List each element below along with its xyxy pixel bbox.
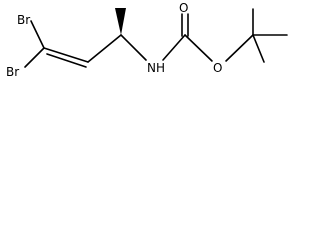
bond-tbu-methyl-bottom — [252, 34, 265, 63]
bond-carbonyl-to-ester-o — [184, 34, 213, 62]
stereo-wedge-bond — [115, 8, 126, 35]
atom-nh: NH — [147, 61, 165, 75]
bond-vinyl-double-a — [43, 47, 89, 63]
bond-ch-to-nh — [120, 34, 147, 61]
chemical-structure: Br Br NH O O — [6, 1, 288, 79]
atom-br-bottom: Br — [6, 65, 19, 79]
atom-br-top: Br — [17, 13, 30, 27]
bond-ch-to-vinyl — [87, 34, 122, 63]
atom-carbonyl-o: O — [179, 1, 188, 15]
bond-vinyl-double-b — [46, 53, 87, 68]
bond-nh-to-carbonyl — [162, 34, 186, 61]
atom-ester-o: O — [213, 61, 222, 75]
bond-ester-o-to-quaternary — [225, 34, 254, 62]
bond-cbr-top — [30, 20, 45, 49]
bond-cbr-bottom — [24, 47, 45, 68]
